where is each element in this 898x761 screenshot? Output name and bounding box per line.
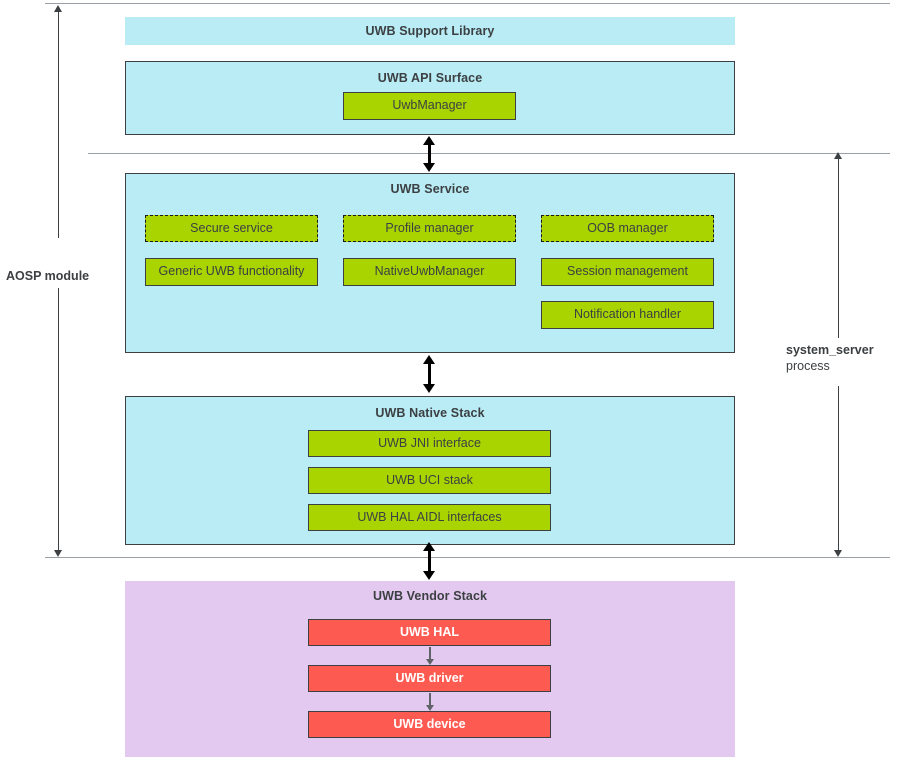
connector-service-to-native: [423, 355, 435, 393]
connector-native-to-vendor-shaft: [428, 548, 431, 574]
connector-native-to-vendor: [423, 542, 435, 580]
block-secure-service[interactable]: Secure service: [145, 215, 318, 242]
layer-title-native-stack: UWB Native Stack: [375, 406, 485, 420]
block-notification-handler[interactable]: Notification handler: [541, 301, 714, 329]
block-uwb-hal-aidl-interfaces[interactable]: UWB HAL AIDL interfaces: [308, 504, 551, 531]
system-server-label-strong: system_server: [786, 343, 874, 357]
connector-api-to-service-arrowhead-down: [423, 163, 435, 172]
bottom-boundary-rule: [45, 557, 890, 558]
block-uwb-device[interactable]: UWB device: [308, 711, 551, 738]
system-server-span-arrowhead-top: [834, 152, 842, 159]
system-server-span-line-lower: [838, 386, 839, 552]
layer-title-support-library: UWB Support Library: [365, 24, 495, 38]
connector-service-to-native-shaft: [428, 361, 431, 387]
connector-driver-to-device-arrowhead: [426, 705, 434, 711]
connector-api-to-service-arrowhead-up: [423, 136, 435, 145]
aosp-span-arrowhead-bottom: [54, 550, 62, 557]
aosp-span-line-lower: [58, 288, 59, 552]
aosp-span-line-upper: [58, 10, 59, 238]
layer-uwb-support-library[interactable]: UWB Support Library: [125, 17, 735, 45]
system-server-span-arrowhead-bottom: [834, 550, 842, 557]
connector-service-to-native-arrowhead-down: [423, 384, 435, 393]
block-oob-manager[interactable]: OOB manager: [541, 215, 714, 242]
system-server-label: system_server process: [786, 343, 898, 374]
connector-hal-to-driver: [426, 647, 434, 665]
block-uwb-manager[interactable]: UwbManager: [343, 92, 516, 120]
aosp-module-label: AOSP module: [6, 269, 116, 285]
app-process-boundary-rule: [88, 153, 890, 154]
connector-hal-to-driver-arrowhead: [426, 659, 434, 665]
layer-title-uwb-service: UWB Service: [390, 182, 470, 196]
system-server-span-line-upper: [838, 158, 839, 338]
block-session-management[interactable]: Session management: [541, 258, 714, 286]
block-generic-uwb-functionality[interactable]: Generic UWB functionality: [145, 258, 318, 286]
top-boundary-rule: [45, 3, 890, 4]
block-uwb-uci-stack[interactable]: UWB UCI stack: [308, 467, 551, 494]
connector-driver-to-device-shaft: [429, 693, 431, 707]
block-profile-manager[interactable]: Profile manager: [343, 215, 516, 242]
system-server-label-soft: process: [786, 358, 830, 373]
layer-title-api-surface: UWB API Surface: [377, 71, 483, 85]
block-uwb-driver[interactable]: UWB driver: [308, 665, 551, 692]
connector-native-to-vendor-arrowhead-down: [423, 571, 435, 580]
block-uwb-hal[interactable]: UWB HAL: [308, 619, 551, 646]
block-uwb-jni-interface[interactable]: UWB JNI interface: [308, 430, 551, 457]
aosp-span-arrowhead-top: [54, 5, 62, 12]
block-native-uwb-manager[interactable]: NativeUwbManager: [343, 258, 516, 286]
connector-service-to-native-arrowhead-up: [423, 355, 435, 364]
connector-native-to-vendor-arrowhead-up: [423, 542, 435, 551]
connector-hal-to-driver-shaft: [429, 647, 431, 661]
connector-driver-to-device: [426, 693, 434, 711]
aosp-module-label-text: AOSP module: [6, 269, 90, 283]
connector-api-to-service: [423, 136, 435, 172]
layer-title-vendor-stack: UWB Vendor Stack: [372, 589, 488, 603]
connector-api-to-service-shaft: [428, 142, 431, 166]
